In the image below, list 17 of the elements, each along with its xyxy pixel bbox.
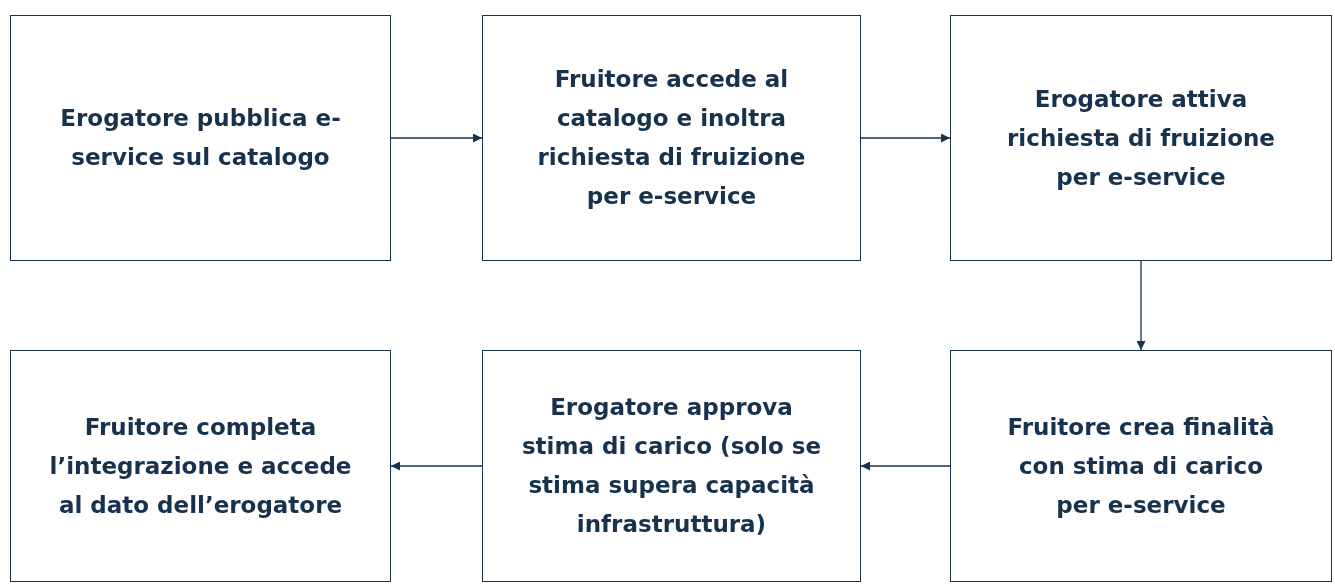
process-box [950, 15, 1332, 261]
step-text: Fruitore completa l’integrazione e accede al dato dell’erogatore [48, 412, 353, 520]
step-text: Erogatore attiva richiesta di fruizione per e-service [1006, 84, 1276, 192]
process-box [482, 350, 861, 582]
step-text: Fruitore accede al catalogo e inoltra richiesta di fruizione per e-service [536, 65, 807, 211]
step-text: Fruitore crea finalità con stima di carico per e-service [1006, 412, 1276, 520]
arrow [860, 461, 951, 471]
step-text: Erogatore approva stima di carico (solo se stima supera capacità infrastruttura) [520, 393, 823, 539]
process-box [10, 15, 391, 261]
process-box [482, 15, 861, 261]
step-text: Erogatore pubblica e-service sul catalogo [59, 104, 342, 172]
arrow [390, 133, 483, 143]
process-box [950, 350, 1332, 582]
arrow [390, 461, 483, 471]
process-box [10, 350, 391, 582]
arrow [1136, 260, 1146, 351]
arrow [860, 133, 951, 143]
